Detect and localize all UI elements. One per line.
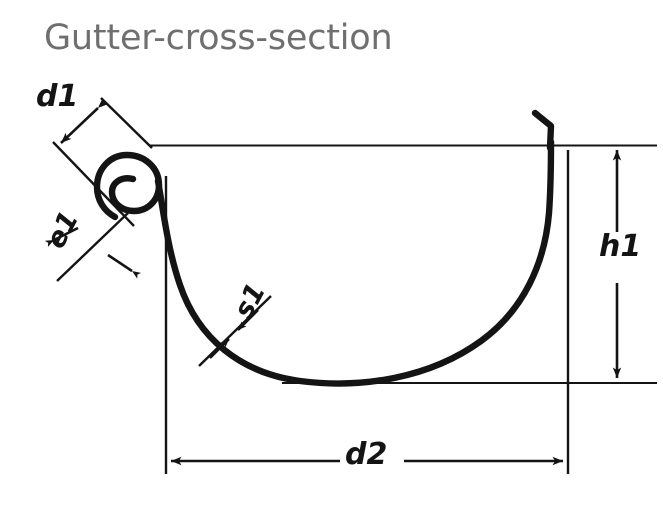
d1-extension-upper [100, 97, 153, 149]
dimension-label-d2: d2 [345, 437, 388, 472]
reference-lines [150, 144, 657, 474]
dimension-d1 [52, 97, 153, 227]
s1-leader-line [198, 295, 272, 367]
left-bead-curl [93, 151, 163, 221]
dimension-s1 [198, 295, 272, 367]
dimension-label-d1: d1 [36, 79, 79, 114]
right-hook-lip [531, 109, 555, 152]
dimension-label-h1: h1 [599, 229, 642, 264]
diagram-title: Gutter-cross-section [44, 18, 393, 58]
s1-arrow-lower [209, 338, 230, 359]
e1-arrow-lower [107, 253, 142, 279]
e1-extension-line [56, 212, 129, 282]
e1-arrow-upper [44, 226, 79, 247]
bowl-wall [154, 138, 555, 387]
d1-extension-lower [52, 141, 135, 227]
dimension-e1 [44, 212, 142, 282]
d1-dimension-line [60, 97, 109, 144]
s1-arrow-upper [237, 309, 259, 331]
